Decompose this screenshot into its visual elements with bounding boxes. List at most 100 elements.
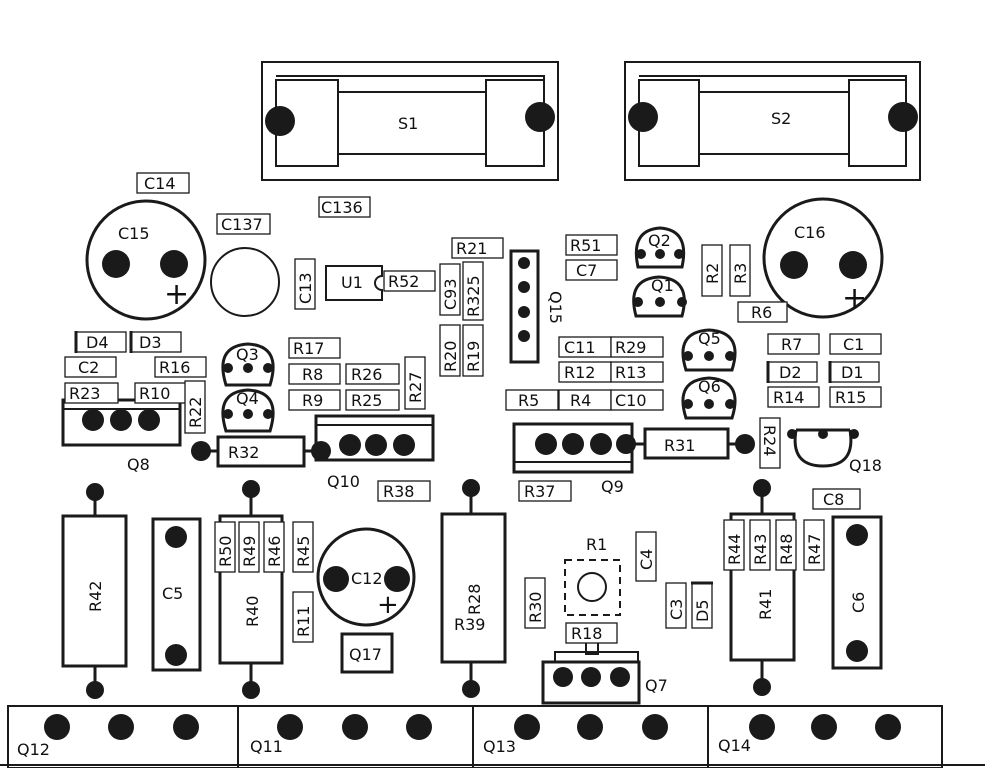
svg-text:R41: R41	[756, 589, 775, 620]
svg-text:R32: R32	[228, 443, 259, 462]
svg-text:R19: R19	[464, 341, 483, 372]
svg-text:R20: R20	[441, 341, 460, 372]
svg-text:C6: C6	[849, 592, 868, 613]
resistor-label-r325: R325	[462, 261, 484, 321]
svg-text:R2: R2	[703, 263, 722, 284]
header-q8: Q8	[61, 398, 182, 474]
resistor-label-r8: R8	[288, 363, 341, 385]
svg-text:R46: R46	[265, 536, 284, 567]
transistor-q18: Q18	[787, 428, 882, 475]
svg-text:D1: D1	[841, 363, 864, 382]
resistor-label-r45: R45	[292, 521, 314, 573]
svg-text:R16: R16	[159, 358, 190, 377]
resistor-label-r44: R44	[723, 519, 745, 571]
switch-ref: S1	[398, 114, 418, 133]
svg-text:R44: R44	[725, 534, 744, 565]
svg-text:C7: C7	[576, 261, 597, 280]
svg-text:Q9: Q9	[601, 477, 624, 496]
svg-text:Q2: Q2	[648, 231, 671, 250]
svg-text:Q8: Q8	[127, 455, 150, 474]
svg-text:C5: C5	[162, 584, 183, 603]
svg-text:Q18: Q18	[849, 456, 882, 475]
svg-text:R27: R27	[406, 372, 425, 403]
svg-text:D3: D3	[139, 333, 162, 352]
resistor-label-r23: R23	[64, 382, 119, 404]
capacitor-label-c10: C10	[610, 389, 664, 411]
svg-text:Q1: Q1	[651, 276, 674, 295]
capacitor-label-c8: C8	[812, 488, 861, 510]
svg-text:R25: R25	[351, 391, 382, 410]
header-q15: Q15	[509, 249, 565, 364]
capacitor-label-c13: C13	[294, 258, 316, 310]
capacitor-label-c136: C136	[318, 196, 371, 218]
svg-text:R50: R50	[216, 536, 235, 567]
resistor-label-r21: R21	[451, 237, 504, 259]
header-q7: Q7	[541, 639, 668, 705]
svg-text:Q6: Q6	[698, 377, 721, 396]
svg-text:R21: R21	[456, 239, 487, 258]
svg-text:U1: U1	[341, 273, 363, 292]
svg-text:R40: R40	[243, 596, 262, 627]
resistor-label-r52: R52	[383, 270, 436, 292]
svg-text:Q7: Q7	[645, 676, 668, 695]
diode-d4: D4	[74, 331, 127, 353]
resistor-label-r17: R17	[288, 337, 341, 359]
capacitor-label-c137: C137	[216, 213, 271, 235]
capacitor-label-c93: C93	[439, 263, 461, 316]
svg-text:C1: C1	[843, 335, 864, 354]
resistor-r32: R32	[191, 435, 331, 468]
svg-text:Q10: Q10	[327, 472, 360, 491]
transistor-q1: Q1	[632, 275, 687, 318]
resistor-r42: R42	[61, 483, 128, 699]
capacitor-label-c1: C1	[829, 333, 882, 355]
svg-text:C10: C10	[615, 391, 647, 410]
svg-text:C8: C8	[823, 490, 844, 509]
svg-text:R26: R26	[351, 365, 382, 384]
capacitor-c5: C5	[151, 517, 202, 672]
svg-text:R14: R14	[773, 388, 804, 407]
svg-text:C3: C3	[667, 599, 686, 620]
diode-d5: D5	[691, 581, 713, 629]
svg-text:R43: R43	[751, 534, 770, 565]
svg-text:Q11: Q11	[250, 737, 283, 756]
svg-text:R7: R7	[781, 335, 802, 354]
resistor-r40: R40	[218, 480, 284, 699]
svg-text:R30: R30	[526, 592, 545, 623]
svg-text:R15: R15	[835, 388, 866, 407]
svg-text:C136: C136	[321, 198, 363, 217]
svg-text:+: +	[377, 590, 399, 620]
svg-text:R5: R5	[518, 391, 539, 410]
header-q10: Q10	[314, 414, 435, 491]
resistor-label-r49: R49	[238, 521, 260, 573]
svg-text:Q12: Q12	[17, 740, 50, 759]
svg-text:Q4: Q4	[236, 389, 259, 408]
svg-text:R45: R45	[294, 536, 313, 567]
transistor-q5: Q5	[681, 328, 737, 372]
resistor-label-r18: R18	[565, 622, 618, 644]
connector-q14: Q14	[707, 705, 943, 768]
svg-text:R39: R39	[454, 615, 485, 634]
resistor-label-r3: R3	[729, 244, 751, 297]
resistor-label-r10: R10	[134, 382, 187, 404]
resistor-label-r22: R22	[184, 380, 206, 434]
svg-text:C15: C15	[118, 224, 150, 243]
resistor-label-r30: R30	[524, 577, 546, 629]
connector-q12: Q12	[7, 705, 239, 768]
resistor-label-r29: R29	[610, 336, 664, 358]
svg-text:R17: R17	[293, 339, 324, 358]
svg-text:R18: R18	[571, 624, 602, 643]
svg-text:R38: R38	[383, 482, 414, 501]
svg-text:C13: C13	[296, 272, 315, 304]
svg-text:Q17: Q17	[349, 645, 382, 664]
resistor-r41: R41	[729, 479, 796, 696]
svg-text:R23: R23	[69, 384, 100, 403]
resistor-label-r4: R4	[558, 389, 612, 411]
svg-text:R31: R31	[664, 436, 695, 455]
svg-text:R52: R52	[388, 272, 419, 291]
capacitor-c137-outline	[210, 247, 280, 317]
svg-text:C93: C93	[441, 278, 460, 310]
svg-text:+: +	[164, 277, 189, 312]
svg-text:R4: R4	[570, 391, 591, 410]
svg-text:R22: R22	[186, 397, 205, 428]
header-q9: Q9	[512, 422, 634, 496]
